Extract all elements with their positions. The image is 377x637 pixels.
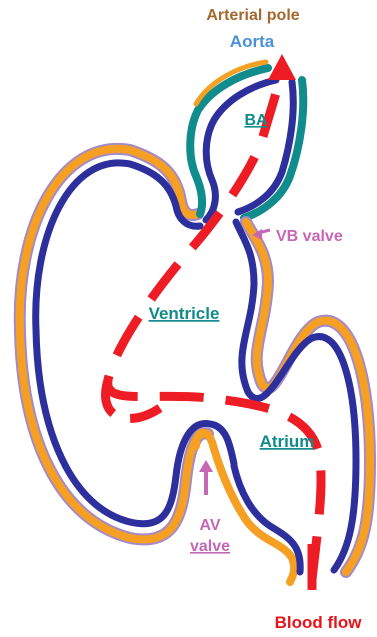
atrium-wall-blue <box>236 222 356 570</box>
av-canal <box>130 433 300 582</box>
label-av-line1: AV <box>199 517 220 534</box>
label-ventricle: Ventricle <box>149 304 220 323</box>
av-valve-arrowhead <box>199 460 213 472</box>
aorta-arrowhead <box>268 54 296 80</box>
label-vb-valve: VB valve <box>276 228 343 245</box>
label-aorta: Aorta <box>230 32 275 51</box>
label-arterial-pole: Arterial pole <box>206 7 299 24</box>
av-canal-orange <box>196 433 294 582</box>
outflow-tract <box>190 62 303 220</box>
label-av-line2: valve <box>190 538 230 555</box>
label-ba: BA <box>244 112 268 129</box>
label-atrium: Atrium <box>260 432 315 451</box>
label-blood-flow: Blood flow <box>275 613 363 632</box>
atrium-wall <box>236 222 370 572</box>
